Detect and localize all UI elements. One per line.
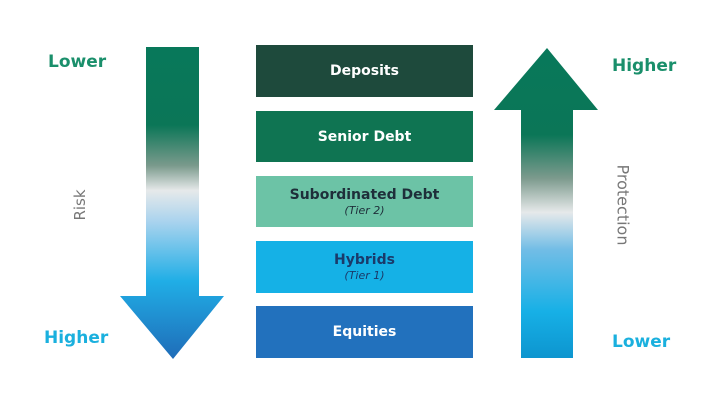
tier-label: Subordinated Debt [289, 186, 440, 203]
protection-lower-label: Lower [612, 332, 671, 352]
risk-higher-label: Higher [44, 328, 109, 348]
risk-lower-label: Lower [48, 52, 107, 72]
protection-up-arrow-icon [494, 48, 598, 358]
tier-subordinated-debt: Subordinated Debt (Tier 2) [256, 176, 473, 227]
tier-hybrids: Hybrids (Tier 1) [256, 241, 473, 293]
tier-sublabel: (Tier 2) [344, 203, 385, 217]
tier-label: Senior Debt [317, 128, 412, 145]
tier-sublabel: (Tier 1) [344, 269, 385, 282]
risk-down-arrow-icon [120, 47, 224, 359]
risk-axis-title: Risk [71, 189, 89, 221]
tier-deposits: Deposits [256, 45, 473, 97]
tier-label: Equities [332, 324, 397, 340]
tier-label: Hybrids [334, 252, 395, 268]
tier-senior-debt: Senior Debt [256, 111, 473, 162]
tier-label: Deposits [330, 63, 399, 79]
protection-axis-title: Protection [613, 164, 633, 246]
tier-equities: Equities [256, 306, 473, 358]
protection-higher-label: Higher [612, 56, 677, 76]
